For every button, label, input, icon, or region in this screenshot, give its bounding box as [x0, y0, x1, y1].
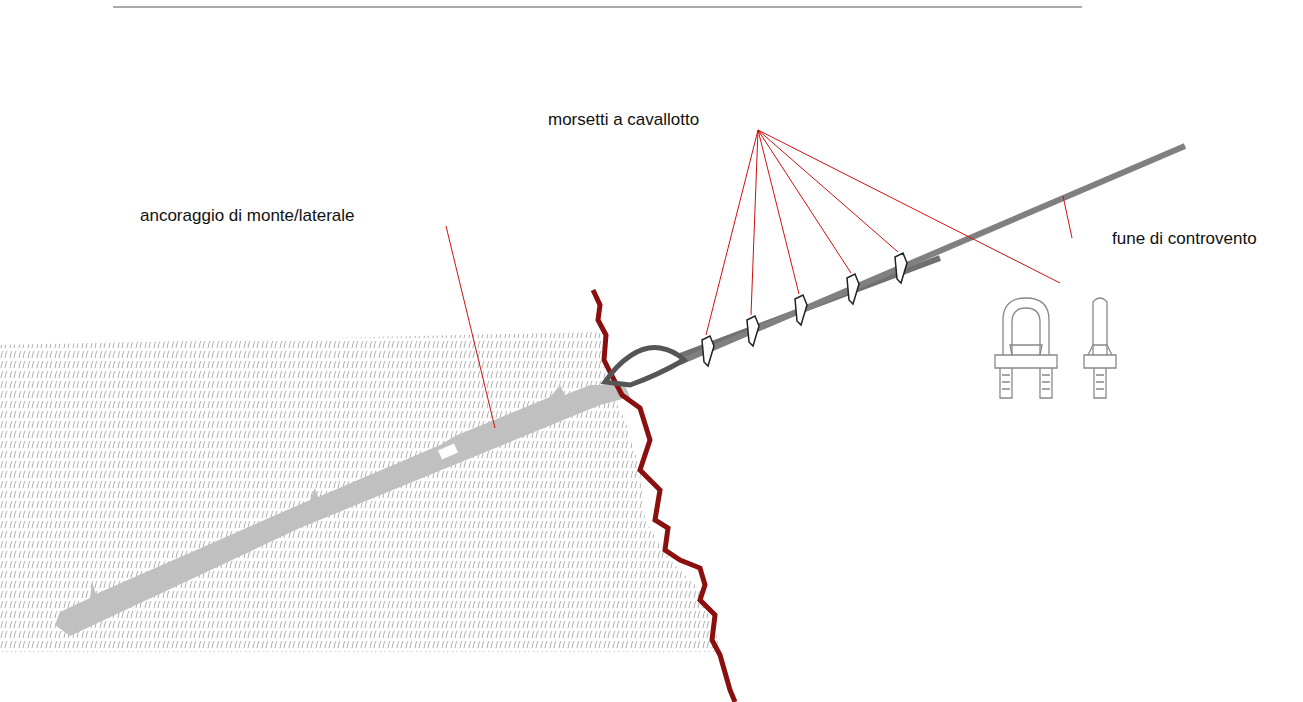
- clip-detail: [995, 298, 1116, 398]
- leader-lines: [446, 130, 1072, 428]
- part-label: ancoraggio di monte/laterale: [140, 206, 355, 226]
- anchor-joint: [440, 448, 456, 455]
- thimble: [605, 348, 684, 385]
- rock-hatching: [0, 332, 718, 652]
- callout-label: morsetti a cavallotto: [548, 110, 699, 130]
- rope-clips: [702, 253, 907, 366]
- anchor-bar: [55, 385, 630, 636]
- frame-line: [113, 7, 1082, 8]
- rock-face: [593, 290, 735, 702]
- part-label: fune di controvento: [1112, 229, 1257, 249]
